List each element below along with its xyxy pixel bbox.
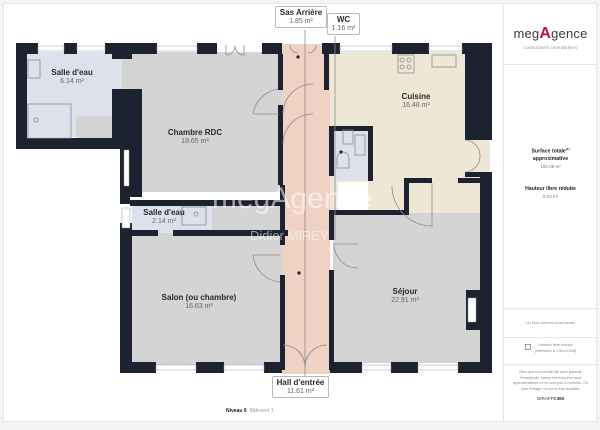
fixtures bbox=[27, 30, 481, 380]
room-hall[interactable] bbox=[282, 44, 330, 374]
label-wc: WC 1.16 m² bbox=[327, 13, 360, 35]
label-chambre-rdc: Chambre RDC 18.65 m² bbox=[167, 128, 223, 145]
legend-sublabel: (inférieure à 1.5m/4.92ft) bbox=[534, 348, 577, 353]
footnote-text: (1) Hors balcons et terrasses bbox=[526, 321, 575, 325]
room-chambre-rdc[interactable] bbox=[122, 52, 282, 192]
label-salle-deau-2: Salle d'eau 2.14 m² bbox=[143, 208, 185, 225]
surface-title: Surface totale bbox=[531, 148, 566, 155]
windows bbox=[37, 45, 477, 371]
legend-label: Hauteur libre réduite bbox=[538, 343, 573, 347]
hauteur-block: Hauteur libre réduite 0.23 m² bbox=[504, 186, 597, 200]
hauteur-value: 0.23 m² bbox=[542, 194, 559, 199]
label-sejour: Séjour 22.91 m² bbox=[391, 287, 419, 304]
label-cuisine: Cuisine 16.48 m² bbox=[401, 92, 431, 109]
label-salon: Salon (ou chambre) 16.63 m² bbox=[161, 293, 237, 310]
watermark-brand: megAgence bbox=[212, 182, 373, 215]
floor-plan: megAgence Didier MIREY Salle d'eau 6.14 … bbox=[16, 6, 492, 414]
room-sejour[interactable] bbox=[333, 213, 488, 363]
megagence-logo: megAgence bbox=[513, 25, 588, 42]
level-label: Niveau 0 bbox=[226, 408, 247, 414]
disclaimer-section: Bien que tout ait été fait pour garantir… bbox=[512, 370, 589, 401]
label-salle-deau-1: Salle d'eau 6.14 m² bbox=[51, 68, 93, 85]
hauteur-title: Hauteur libre réduite bbox=[525, 186, 576, 192]
label-sas-arriere: Sas Arrière 1.85 m² bbox=[275, 6, 327, 28]
floor-plan-drawing bbox=[16, 30, 492, 380]
footnote-section: (1) Hors balcons et terrasses bbox=[504, 308, 597, 338]
surface-value: 102.05 m² bbox=[540, 163, 561, 169]
disclaimer-text: Bien que tout ait été fait pour garantir… bbox=[512, 370, 589, 391]
logo-tagline: consultants immobiliers bbox=[523, 45, 578, 50]
watermark-agent: Didier MIREY bbox=[250, 228, 329, 243]
info-sidebar: megAgence consultants immobiliers Surfac… bbox=[503, 3, 597, 422]
legend-section: Hauteur libre réduite (inférieure à 1.5m… bbox=[504, 338, 597, 365]
logo-section: megAgence consultants immobiliers bbox=[504, 3, 597, 65]
label-hall: Hall d'entrée 11.61 m² bbox=[272, 376, 329, 398]
surface-title-2: approximative bbox=[532, 155, 569, 162]
room-salle-deau-2[interactable] bbox=[132, 205, 212, 233]
legend-swatch bbox=[524, 344, 531, 350]
building-label: Bâtiment 1 bbox=[249, 408, 274, 414]
surface-block: Surface totale(1) approximative 102.05 m… bbox=[504, 146, 597, 170]
giraffe360-brand: GIRAFFE360 bbox=[536, 396, 565, 401]
